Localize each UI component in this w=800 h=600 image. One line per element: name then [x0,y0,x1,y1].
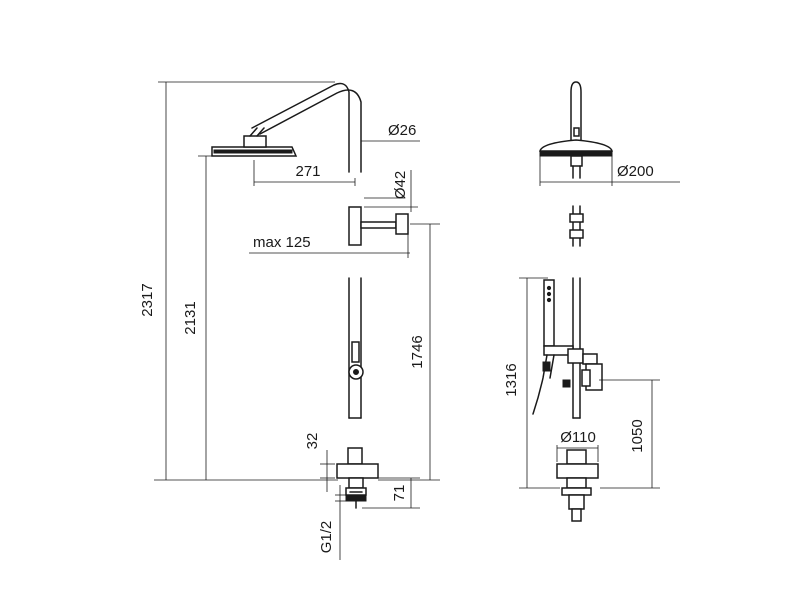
side-dimension-lines [154,81,440,560]
dim-arm-reach: 271 [295,163,320,180]
dim-total-height: 2317 [139,283,156,316]
dim-showerhead-height: 2131 [182,301,199,334]
front-base [556,449,599,522]
front-connector [569,205,584,247]
dim-hand-shower-height: 1316 [503,363,520,396]
front-hand-shower [532,279,574,415]
dim-mixer-height: 1746 [409,335,426,368]
dim-max-offset: max 125 [253,234,311,251]
front-riser [572,277,581,419]
dim-connector-diameter: Ø42 [392,171,409,199]
dim-base-plate: 32 [304,433,321,450]
dim-base-height: 71 [391,485,408,502]
dim-pipe-diameter: Ø26 [388,122,416,139]
front-diverter [562,348,603,391]
dim-head-diameter: Ø200 [617,163,654,180]
dim-diverter-height: 1050 [629,419,646,452]
side-shower-arm [251,82,362,173]
side-shower-head [211,127,298,157]
front-dimension-lines [519,156,680,489]
dim-flange-diameter: Ø110 [560,429,596,446]
side-view [211,82,409,509]
front-view [532,81,613,522]
dim-thread: G1/2 [318,521,335,554]
side-connector [348,206,409,246]
side-base [336,447,379,509]
front-shower-head [539,81,613,179]
side-riser [348,277,364,419]
